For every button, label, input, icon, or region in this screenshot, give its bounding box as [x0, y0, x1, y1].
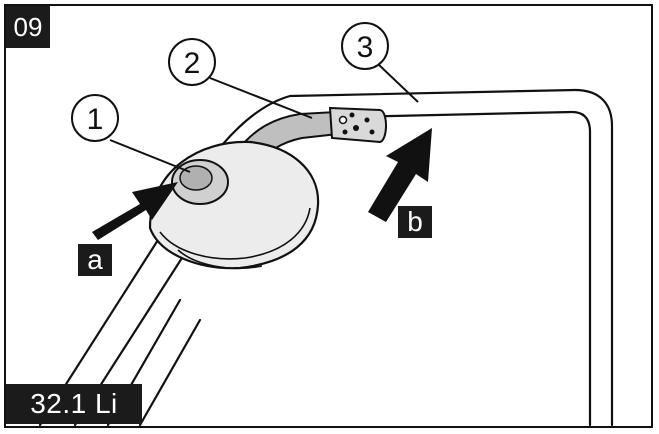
figure-frame [4, 4, 653, 428]
handle-bar [38, 88, 614, 427]
arrow-b-label: b [398, 206, 432, 238]
callout-2-text: 2 [184, 47, 201, 80]
callout-2: 2 [168, 38, 216, 86]
callout-3: 3 [341, 22, 389, 70]
arrow-a [92, 182, 178, 240]
arrow-b [368, 128, 432, 222]
callout-1-text: 1 [87, 103, 104, 136]
callout-3-text: 3 [357, 31, 374, 64]
callout-1: 1 [71, 94, 119, 142]
step-number-badge: 09 [6, 6, 50, 48]
connector-clip [328, 106, 387, 144]
arrow-a-label: a [78, 244, 112, 276]
leader-lines [109, 63, 419, 173]
model-label-badge: 32.1 Li [6, 384, 142, 424]
switch-housing [148, 140, 320, 270]
